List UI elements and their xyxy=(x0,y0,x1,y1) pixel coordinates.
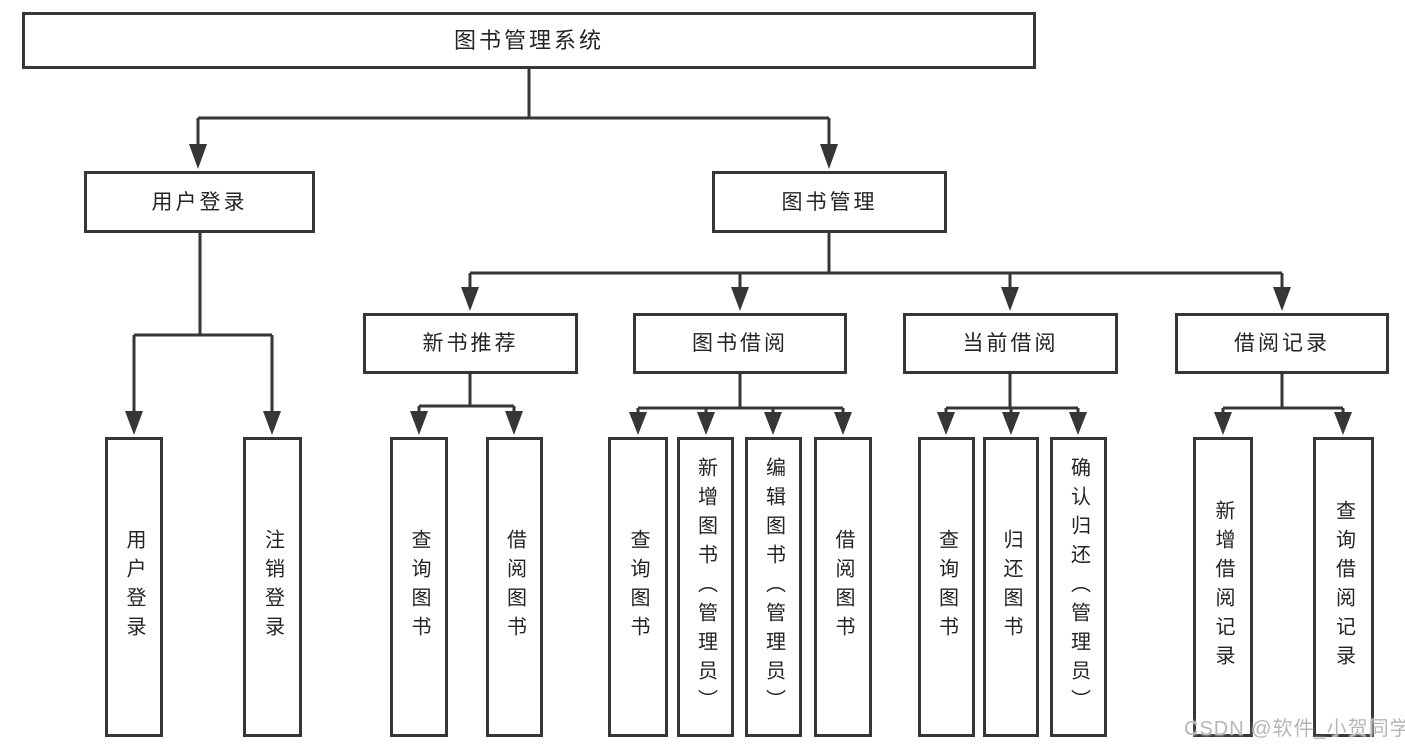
node-bb-add-books-admin: 新增图书（管理员） xyxy=(677,437,734,737)
node-nb-borrow-books: 借阅图书 xyxy=(486,437,543,737)
node-bb-borrow-books: 借阅图书 xyxy=(814,437,872,737)
node-borrowing-records: 借阅记录 xyxy=(1175,313,1389,374)
watermark-text: CSDN @软件_小贺同学 xyxy=(1184,718,1405,740)
node-leaf-logout: 注销登录 xyxy=(243,437,302,737)
node-br-add-record: 新增借阅记录 xyxy=(1193,437,1253,737)
node-cb-return-books: 归还图书 xyxy=(983,437,1039,737)
node-cb-confirm-return-admin: 确认归还（管理员） xyxy=(1050,437,1107,737)
node-new-book-recommend: 新书推荐 xyxy=(363,313,578,374)
node-bb-query-books: 查询图书 xyxy=(608,437,668,737)
node-br-query-record: 查询借阅记录 xyxy=(1313,437,1374,737)
node-library-system: 图书管理系统 xyxy=(22,12,1036,69)
node-bb-edit-books-admin: 编辑图书（管理员） xyxy=(745,437,802,737)
node-cb-query-books: 查询图书 xyxy=(918,437,975,737)
node-leaf-user-login: 用户登录 xyxy=(105,437,163,737)
node-nb-query-books: 查询图书 xyxy=(390,437,448,737)
connector-elbows xyxy=(132,69,1345,414)
arrowhead-icons xyxy=(125,144,1352,435)
node-user-login: 用户登录 xyxy=(84,171,315,233)
node-book-management: 图书管理 xyxy=(712,171,947,233)
node-book-borrowing: 图书借阅 xyxy=(633,313,847,374)
node-current-borrowing: 当前借阅 xyxy=(903,313,1118,374)
